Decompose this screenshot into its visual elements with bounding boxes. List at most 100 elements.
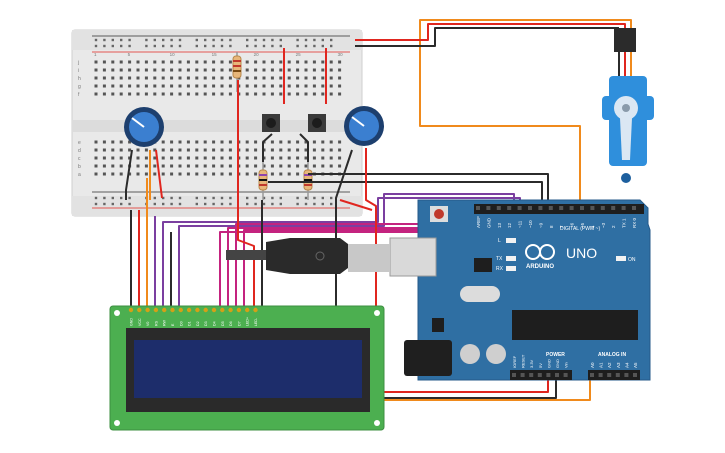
- digital-pin[interactable]: [517, 206, 522, 210]
- digital-pin[interactable]: [580, 206, 584, 210]
- digital-pin[interactable]: [590, 206, 595, 210]
- digital-pin[interactable]: [632, 206, 636, 210]
- lcd-pin[interactable]: [178, 307, 183, 313]
- digital-pin[interactable]: [600, 206, 605, 210]
- analog-pin[interactable]: [615, 373, 620, 377]
- digital-pin-label: AREF: [476, 216, 481, 228]
- analog-pin[interactable]: [598, 373, 603, 377]
- digital-pin-label: ~11: [518, 220, 523, 228]
- arduino-logo: [525, 244, 555, 260]
- lcd-pin[interactable]: [195, 307, 200, 313]
- bb-column-number: 25: [296, 52, 302, 57]
- digital-pin[interactable]: [569, 206, 574, 210]
- lcd-pin-label: E: [171, 323, 175, 326]
- bb-row-letter: a: [78, 172, 81, 178]
- power-pin-label: RESET: [521, 354, 526, 368]
- digital-pin[interactable]: [611, 206, 616, 210]
- lcd-pin[interactable]: [128, 307, 134, 313]
- resistor-left[interactable]: [258, 160, 268, 200]
- digital-header: [474, 204, 644, 214]
- digital-pin-label: 4: [590, 225, 595, 228]
- crystal: [460, 286, 500, 302]
- power-pin-label: GND: [546, 359, 551, 368]
- digital-pin[interactable]: [496, 206, 501, 210]
- label-on: ON: [628, 257, 636, 263]
- digital-pin-label: GND: [486, 217, 491, 228]
- digital-pin-label: 7: [559, 225, 564, 228]
- lcd-pin[interactable]: [153, 307, 159, 313]
- led-l: [506, 238, 516, 243]
- analog-pin[interactable]: [607, 373, 612, 377]
- digital-pin[interactable]: [621, 206, 626, 210]
- analog-pin-label: A3: [616, 362, 621, 368]
- power-pin[interactable]: [555, 373, 559, 377]
- analog-pin[interactable]: [590, 373, 594, 377]
- lcd-pin[interactable]: [162, 307, 167, 313]
- lcd-pin[interactable]: [253, 307, 258, 313]
- power-pin[interactable]: [563, 373, 568, 377]
- digital-pin-label: ~10: [528, 220, 533, 228]
- bb-row-letter: g: [78, 84, 81, 90]
- pushbutton-right[interactable]: [308, 114, 326, 132]
- lcd-pin[interactable]: [145, 307, 150, 313]
- digital-pin[interactable]: [507, 206, 512, 210]
- digital-pin[interactable]: [548, 206, 553, 210]
- power-pin-label: 3.3V: [529, 359, 534, 368]
- bb-row-letter: b: [78, 164, 81, 170]
- bb-row-letter: h: [78, 76, 81, 82]
- lcd-pin-label: RW: [163, 319, 167, 326]
- digital-pin-label: 2: [611, 225, 616, 228]
- power-pin-label: Vin: [564, 362, 569, 368]
- power-pin[interactable]: [546, 373, 551, 377]
- power-pin[interactable]: [537, 373, 542, 377]
- power-pin-label: GND: [555, 359, 560, 368]
- digital-pin-label: 12: [507, 222, 512, 228]
- potentiometer-right[interactable]: [344, 106, 384, 146]
- potentiometer-left[interactable]: [124, 107, 164, 147]
- lcd-pin[interactable]: [211, 307, 217, 313]
- lcd-pin-label: D1: [188, 321, 192, 326]
- digital-pin[interactable]: [476, 206, 480, 210]
- digital-pin-label: 8: [549, 225, 554, 228]
- analog-pin-label: A1: [599, 362, 604, 368]
- digital-pin[interactable]: [559, 206, 564, 210]
- servo-motor[interactable]: [602, 28, 654, 183]
- lcd-pin[interactable]: [137, 307, 142, 313]
- analog-pin[interactable]: [633, 373, 637, 377]
- reset-button-cap[interactable]: [434, 209, 444, 219]
- analog-header: [588, 370, 640, 380]
- label-power: POWER: [546, 352, 565, 358]
- power-pin[interactable]: [520, 373, 525, 377]
- lcd-pin[interactable]: [228, 307, 233, 313]
- power-pin-label: 5V: [538, 363, 543, 368]
- lcd-pin-label: V0: [146, 322, 150, 326]
- lcd-pin-label: VCC: [138, 318, 142, 326]
- lcd-pin[interactable]: [186, 307, 192, 313]
- pushbutton-left[interactable]: [262, 114, 280, 132]
- resistor-top[interactable]: [232, 52, 242, 92]
- lcd-pin-label: D0: [179, 321, 183, 326]
- label-analog: ANALOG IN: [598, 352, 626, 358]
- digital-pin[interactable]: [538, 206, 543, 210]
- power-pin[interactable]: [512, 373, 516, 377]
- digital-pin[interactable]: [528, 206, 532, 210]
- lcd-pin[interactable]: [245, 307, 250, 313]
- lcd-pin[interactable]: [203, 307, 208, 313]
- bb-row-letter: j: [77, 60, 79, 66]
- digital-pin-label: ~3: [601, 222, 606, 228]
- bb-row-letter: f: [78, 92, 80, 98]
- arduino-uno[interactable]: UNO ARDUINO L TX RX ON DIGITAL (PWM ~) P…: [226, 199, 651, 381]
- analog-pin[interactable]: [624, 373, 629, 377]
- bb-column-number: 20: [254, 52, 260, 57]
- analog-pin-label: A4: [624, 362, 629, 368]
- lcd-pin[interactable]: [236, 307, 242, 313]
- label-l: L: [498, 238, 501, 244]
- led-on: [616, 256, 626, 261]
- power-pin[interactable]: [529, 373, 534, 377]
- digital-pin[interactable]: [486, 206, 491, 210]
- lcd-pin[interactable]: [170, 307, 175, 313]
- lcd-pin[interactable]: [220, 307, 225, 313]
